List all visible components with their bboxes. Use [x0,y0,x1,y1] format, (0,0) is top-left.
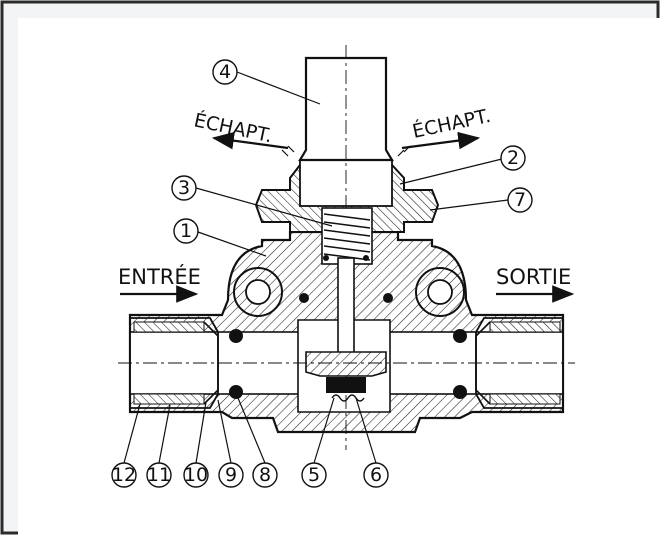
svg-text:1: 1 [180,220,192,242]
inlet-label: ENTRÉE [118,264,201,289]
svg-text:11: 11 [147,464,171,486]
svg-text:3: 3 [178,177,190,199]
callout-5: 5 [301,462,327,488]
svg-text:9: 9 [225,464,237,486]
callout-8: 8 [252,462,278,488]
svg-text:2: 2 [507,147,519,169]
callout-4: 4 [212,59,238,85]
callout-1: 1 [173,218,199,244]
callout-10: 10 [183,462,209,488]
leader-lines [123,71,509,464]
callout-3: 3 [171,175,197,201]
svg-text:7: 7 [514,189,526,211]
callout-2: 2 [500,145,526,171]
outlet-label: SORTIE [496,265,571,289]
callout-9: 9 [218,462,244,488]
o-rings [229,255,467,399]
callout-12: 12 [111,462,137,488]
callout-11: 11 [146,462,172,488]
svg-text:8: 8 [259,464,271,486]
exhaust-marks [281,145,411,157]
spring [321,207,373,265]
exhaust-right-arrow [401,131,481,150]
callout-6: 6 [363,462,389,488]
body-bosses [233,267,465,317]
svg-text:10: 10 [184,464,208,486]
poppet-seat [305,351,387,402]
svg-text:4: 4 [219,61,231,83]
exhaust-left-arrow [211,131,289,150]
callout-7: 7 [507,187,533,213]
svg-text:5: 5 [308,464,320,486]
svg-text:6: 6 [370,464,382,486]
right-fitting [475,317,564,409]
svg-text:12: 12 [112,464,136,486]
